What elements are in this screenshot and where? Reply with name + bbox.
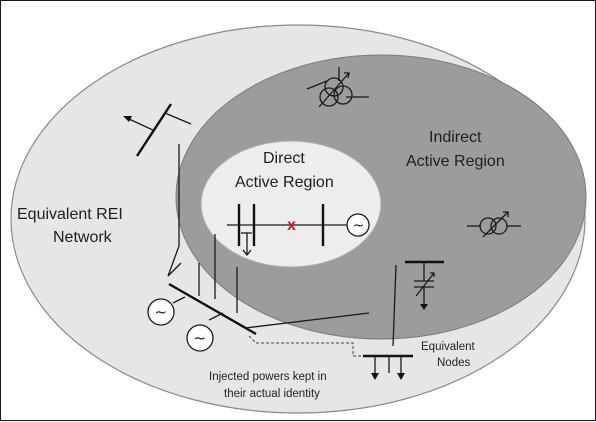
indirect-region-label-line2: Active Region bbox=[406, 153, 505, 170]
svg-text:~: ~ bbox=[353, 218, 365, 234]
three-winding-transformer-icon bbox=[306, 67, 369, 108]
injected-powers-label-line2: their actual identity bbox=[224, 388, 320, 400]
dashed-identity-link bbox=[248, 335, 369, 357]
direct-region-label-line2: Active Region bbox=[235, 174, 334, 191]
direct-active-region bbox=[200, 140, 382, 268]
outer-busbar-with-load-icon bbox=[123, 103, 192, 157]
outer-feeder-lines bbox=[167, 144, 397, 347]
direct-generator-icon: ~ bbox=[346, 213, 370, 237]
outer-region-label-line1: Equivalent REI bbox=[17, 206, 123, 223]
two-winding-transformer-icon bbox=[467, 211, 521, 238]
direct-region-circuit bbox=[227, 204, 347, 257]
outer-generator-2-icon: ~ bbox=[186, 324, 214, 352]
equivalent-nodes-busbar-icon bbox=[363, 354, 413, 380]
direct-region-label-line1: Direct bbox=[263, 150, 305, 167]
outer-region-label-line2: Network bbox=[53, 229, 113, 246]
variable-capacitor-icon bbox=[405, 260, 444, 310]
indirect-region-label-line1: Indirect bbox=[429, 129, 482, 146]
equivalent-nodes-label-line1: Equivalent bbox=[421, 341, 476, 353]
equivalent-nodes-label-line2: Nodes bbox=[437, 357, 470, 369]
fault-mark: x bbox=[287, 217, 296, 234]
injected-powers-label-line1: Injected powers kept in bbox=[209, 371, 327, 383]
svg-text:~: ~ bbox=[155, 303, 168, 321]
svg-text:~: ~ bbox=[194, 329, 207, 347]
indirect-active-region bbox=[175, 54, 587, 340]
outer-generator-1-icon: ~ bbox=[147, 298, 175, 326]
